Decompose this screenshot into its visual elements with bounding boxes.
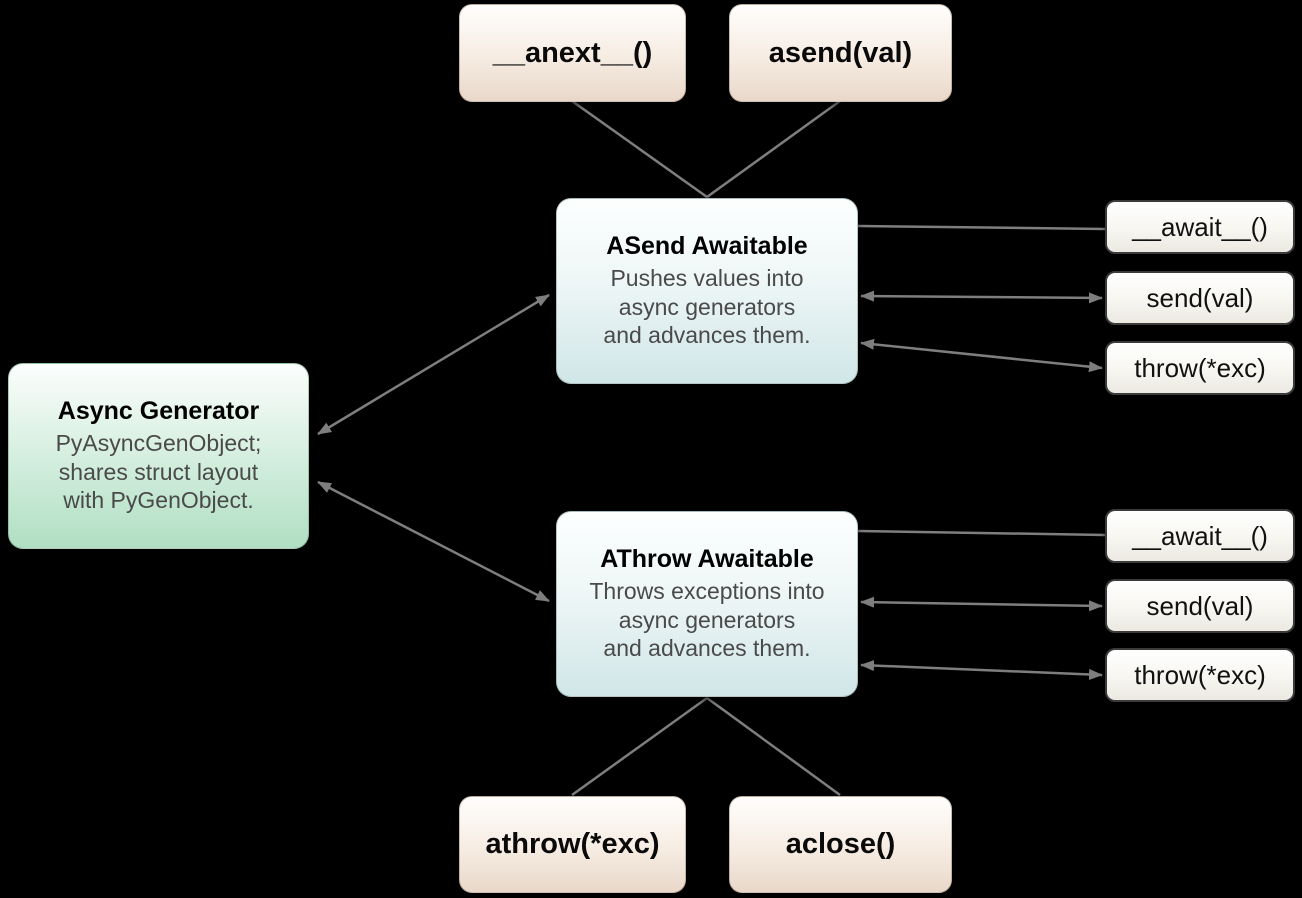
edge-athrowawaitable-await [857, 529, 1106, 537]
async-generator-body-line: PyAsyncGenObject; [55, 430, 262, 457]
athrow-awaitable-body-line: async generators [618, 606, 796, 633]
asend-awaitable-body-line: async generators [618, 293, 796, 320]
athrow-awaitable-title: AThrow Awaitable [600, 545, 814, 574]
athrow-awaitable-body-line: Throws exceptions into [589, 578, 825, 605]
asend-awaitable-body-line: Pushes values into [610, 265, 804, 292]
edge-anext-asendawaitable [571, 99, 708, 199]
node-athrow-method: athrow(*exc) [459, 796, 686, 893]
edge-asend-asendawaitable [706, 99, 841, 199]
edge-asendawaitable-send [860, 290, 1103, 304]
node-asend-method: asend(val) [729, 4, 952, 102]
athrow-throw-label: throw(*exc) [1134, 659, 1266, 690]
node-athrow-throw-method: throw(*exc) [1105, 648, 1295, 702]
async-generator-title: Async Generator [57, 397, 260, 426]
edge-asendawaitable-throw [860, 338, 1103, 373]
node-athrow-send-method: send(val) [1105, 579, 1295, 633]
edge-athrowawaitable-throw [860, 660, 1103, 680]
node-async-generator: Async Generator PyAsyncGenObject; shares… [8, 363, 309, 549]
edge-athrowawaitable-send [860, 596, 1103, 612]
node-asend-awaitable: ASend Awaitable Pushes values into async… [556, 198, 858, 384]
asend-awaitable-title: ASend Awaitable [606, 232, 808, 261]
edge-asendawaitable-await [857, 224, 1106, 231]
node-asend-await-method: __await__() [1105, 200, 1295, 254]
asend-awaitable-body-line: and advances them. [603, 322, 811, 349]
node-aclose-method: aclose() [729, 796, 952, 893]
athrow-send-label: send(val) [1146, 590, 1254, 621]
athrow-method-label: athrow(*exc) [485, 828, 660, 860]
asend-throw-label: throw(*exc) [1134, 352, 1266, 383]
node-anext-label: __anext__() [492, 36, 653, 69]
node-asend-label: asend(val) [768, 36, 913, 69]
athrow-awaitable-body-line: and advances them. [603, 635, 811, 662]
node-athrow-await-method: __await__() [1105, 509, 1295, 563]
async-generator-body-line: shares struct layout [58, 458, 259, 485]
athrow-await-label: __await__() [1132, 520, 1268, 551]
asend-await-label: __await__() [1132, 211, 1268, 242]
edge-athrowawaitable-athrowexc [571, 696, 708, 797]
node-anext-method: __anext__() [459, 4, 686, 102]
node-asend-throw-method: throw(*exc) [1105, 341, 1295, 395]
edge-athrowawaitable-aclose [706, 696, 841, 797]
edge-asyncgen-athrowawaitable [317, 480, 550, 603]
asend-send-label: send(val) [1146, 282, 1254, 313]
async-generator-body-line: with PyGenObject. [63, 487, 254, 514]
node-athrow-awaitable: AThrow Awaitable Throws exceptions into … [556, 511, 858, 697]
node-asend-send-method: send(val) [1105, 271, 1295, 325]
edge-asyncgen-asendawaitable [317, 293, 550, 436]
aclose-method-label: aclose() [785, 828, 896, 860]
